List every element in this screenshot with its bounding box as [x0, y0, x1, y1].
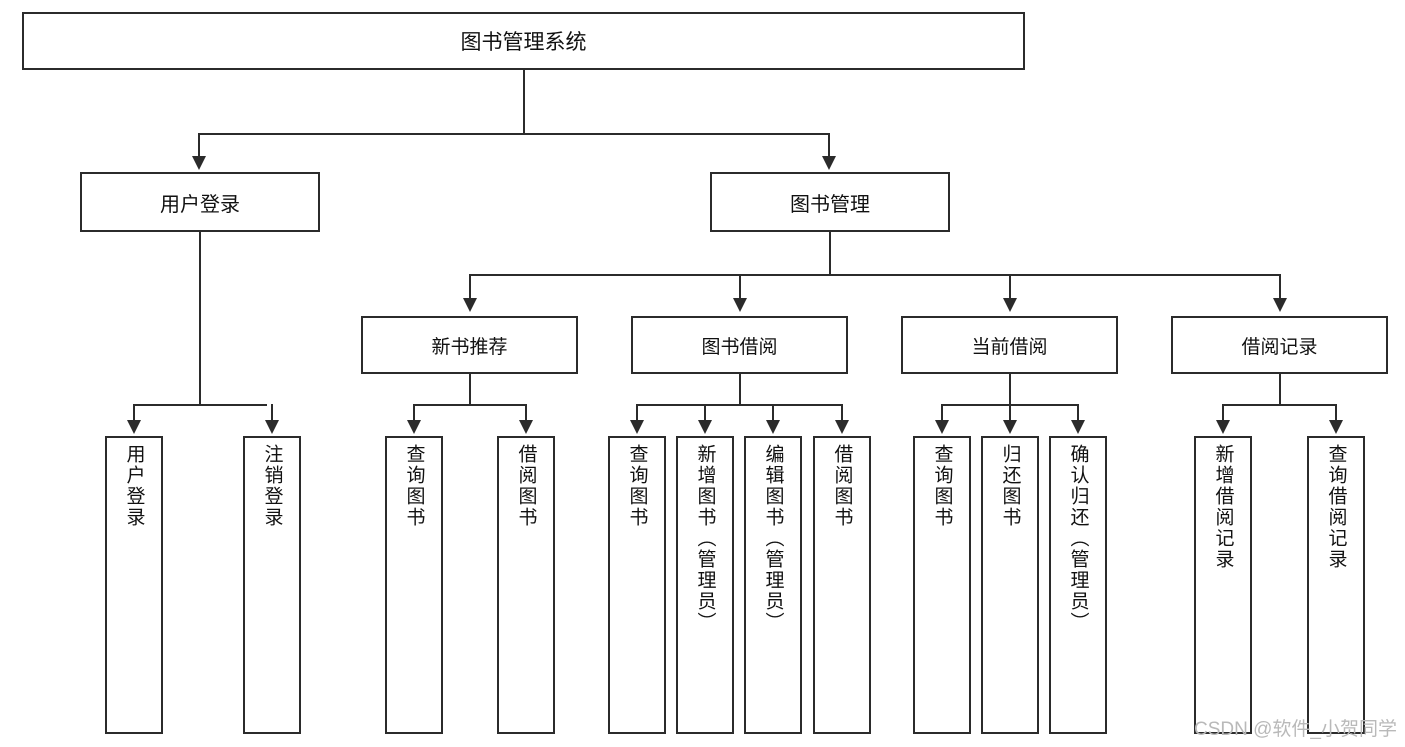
arrow-currentborrow-leaf-3 — [1071, 420, 1085, 434]
connector-currentborrow-drop-1 — [941, 404, 943, 422]
arrow-borrowrecord-leaf-2 — [1329, 420, 1343, 434]
node-label: 新书推荐 — [431, 336, 508, 358]
leaf-label: 查询借阅记录 — [1325, 444, 1347, 570]
connector-userlogin-bus — [133, 404, 267, 406]
arrow-bookmgmt-to-book-borrow — [733, 298, 747, 312]
leaf-currentborrow-return-book[interactable]: 归还图书 — [981, 436, 1039, 734]
arrow-bookborrow-leaf-1 — [630, 420, 644, 434]
leaf-user-login-login[interactable]: 用户登录 — [105, 436, 163, 734]
node-label: 图书管理系统 — [460, 31, 587, 54]
node-current-borrow[interactable]: 当前借阅 — [901, 316, 1118, 374]
arrow-newbook-leaf-1 — [407, 420, 421, 434]
connector-bookborrow-drop-2 — [704, 404, 706, 422]
connector-bookmgmt-drop-3 — [1009, 274, 1011, 300]
leaf-label: 查询图书 — [626, 444, 648, 528]
leaf-label: 新增图书（管理员） — [694, 444, 716, 633]
arrow-userlogin-leaf-1 — [127, 420, 141, 434]
connector-bookmgmt-drop-4 — [1279, 274, 1281, 300]
arrow-bookmgmt-to-current-borrow — [1003, 298, 1017, 312]
node-root-system[interactable]: 图书管理系统 — [22, 12, 1025, 70]
leaf-label: 借阅图书 — [515, 444, 537, 528]
leaf-user-login-logout[interactable]: 注销登录 — [243, 436, 301, 734]
connector-bookborrow-bus — [636, 404, 843, 406]
arrow-root-to-book-manage — [822, 156, 836, 170]
arrow-bookmgmt-to-new-book — [463, 298, 477, 312]
node-book-management[interactable]: 图书管理 — [710, 172, 950, 232]
node-label: 用户登录 — [160, 193, 240, 216]
node-label: 图书借阅 — [701, 336, 778, 358]
node-new-book-recommend[interactable]: 新书推荐 — [361, 316, 578, 374]
node-label: 借阅记录 — [1241, 336, 1318, 358]
arrow-bookmgmt-to-borrow-record — [1273, 298, 1287, 312]
connector-borrowrecord-drop-1 — [1222, 404, 1224, 422]
connector-bookborrow-stem — [739, 374, 741, 404]
connector-bookborrow-drop-1 — [636, 404, 638, 422]
arrow-bookborrow-leaf-4 — [835, 420, 849, 434]
arrow-bookborrow-leaf-3 — [766, 420, 780, 434]
connector-root-bus — [198, 133, 830, 135]
connector-userlogin-stem — [199, 232, 201, 404]
leaf-label: 确认归还（管理员） — [1067, 444, 1089, 633]
node-label: 图书管理 — [790, 193, 870, 216]
leaf-newbook-borrow-book[interactable]: 借阅图书 — [497, 436, 555, 734]
connector-root-stem — [523, 70, 525, 133]
connector-root-drop-1 — [198, 133, 200, 158]
node-label: 当前借阅 — [971, 336, 1048, 358]
arrow-root-to-user-login — [192, 156, 206, 170]
connector-bookborrow-drop-4 — [841, 404, 843, 422]
connector-userlogin-drop-2 — [271, 404, 273, 422]
connector-newbook-stem — [469, 374, 471, 404]
leaf-currentborrow-query-book[interactable]: 查询图书 — [913, 436, 971, 734]
leaf-bookborrow-query-book[interactable]: 查询图书 — [608, 436, 666, 734]
connector-userlogin-drop-1 — [133, 404, 135, 422]
leaf-label: 查询图书 — [931, 444, 953, 528]
connector-borrowrecord-bus — [1222, 404, 1337, 406]
arrow-newbook-leaf-2 — [519, 420, 533, 434]
leaf-bookborrow-borrow-book[interactable]: 借阅图书 — [813, 436, 871, 734]
connector-currentborrow-drop-3 — [1077, 404, 1079, 422]
node-user-login[interactable]: 用户登录 — [80, 172, 320, 232]
leaf-label: 新增借阅记录 — [1212, 444, 1234, 570]
leaf-label: 查询图书 — [403, 444, 425, 528]
connector-bookborrow-drop-3 — [772, 404, 774, 422]
arrow-currentborrow-leaf-1 — [935, 420, 949, 434]
node-borrow-record[interactable]: 借阅记录 — [1171, 316, 1388, 374]
leaf-currentborrow-confirm-return[interactable]: 确认归还（管理员） — [1049, 436, 1107, 734]
connector-newbook-drop-1 — [413, 404, 415, 422]
connector-newbook-drop-2 — [525, 404, 527, 422]
arrow-borrowrecord-leaf-1 — [1216, 420, 1230, 434]
connector-borrowrecord-drop-2 — [1335, 404, 1337, 422]
connector-bookmgmt-bus — [469, 274, 1280, 276]
connector-root-drop-2 — [828, 133, 830, 158]
leaf-borrowrecord-query-record[interactable]: 查询借阅记录 — [1307, 436, 1365, 734]
leaf-label: 归还图书 — [999, 444, 1021, 528]
arrow-userlogin-leaf-2 — [265, 420, 279, 434]
leaf-bookborrow-edit-book[interactable]: 编辑图书（管理员） — [744, 436, 802, 734]
leaf-label: 注销登录 — [261, 444, 283, 528]
connector-currentborrow-drop-2 — [1009, 404, 1011, 422]
arrow-currentborrow-leaf-2 — [1003, 420, 1017, 434]
connector-bookmgmt-stem — [829, 232, 831, 274]
leaf-newbook-query-book[interactable]: 查询图书 — [385, 436, 443, 734]
connector-bookmgmt-drop-2 — [739, 274, 741, 300]
connector-bookmgmt-drop-1 — [469, 274, 471, 300]
leaf-bookborrow-add-book[interactable]: 新增图书（管理员） — [676, 436, 734, 734]
leaf-label: 编辑图书（管理员） — [762, 444, 784, 633]
connector-newbook-bus — [413, 404, 527, 406]
connector-borrowrecord-stem — [1279, 374, 1281, 404]
arrow-bookborrow-leaf-2 — [698, 420, 712, 434]
leaf-label: 用户登录 — [123, 444, 145, 528]
leaf-label: 借阅图书 — [831, 444, 853, 528]
connector-currentborrow-stem — [1009, 374, 1011, 404]
node-book-borrow[interactable]: 图书借阅 — [631, 316, 848, 374]
leaf-borrowrecord-add-record[interactable]: 新增借阅记录 — [1194, 436, 1252, 734]
